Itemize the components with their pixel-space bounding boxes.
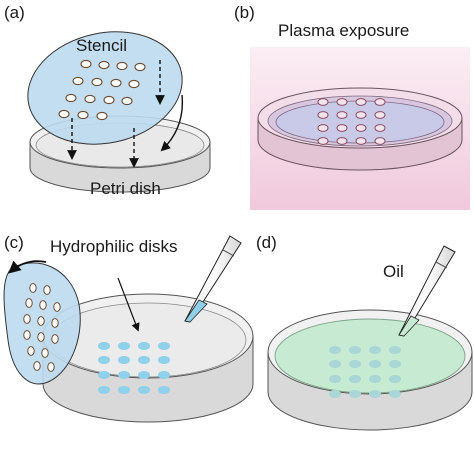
plasma-title: Plasma exposure: [278, 21, 409, 40]
panel-c: (c): [3, 233, 254, 423]
panel-d-letter: (d): [256, 233, 277, 252]
pipette-d: [398, 245, 456, 337]
peel-arrow: [8, 260, 47, 274]
stencil-holes-a: [58, 59, 146, 121]
oil-label: Oil: [383, 262, 404, 281]
disks-pointer-arrow: [117, 277, 140, 332]
pipette-c: [184, 235, 242, 323]
panel-d: (d) Oil: [256, 233, 473, 431]
stencil-holes-c: [23, 283, 61, 372]
petri-dish-label: Petri dish: [90, 179, 161, 198]
hydrophilic-disks-label: Hydrophilic disks: [50, 237, 178, 256]
panel-c-letter: (c): [4, 233, 24, 252]
placement-arrows: [67, 60, 184, 168]
panel-a: (a): [4, 3, 211, 198]
panel-b: (b) Plasma exposure: [234, 3, 470, 210]
disks-under-oil: [329, 346, 401, 398]
panel-a-letter: (a): [4, 3, 25, 22]
plasma-exposed-spots: [317, 98, 386, 145]
panel-b-letter: (b): [234, 3, 255, 22]
hydrophilic-disks: [98, 342, 170, 394]
stencil-label: Stencil: [76, 36, 127, 55]
petri-dish-d: [267, 309, 473, 431]
